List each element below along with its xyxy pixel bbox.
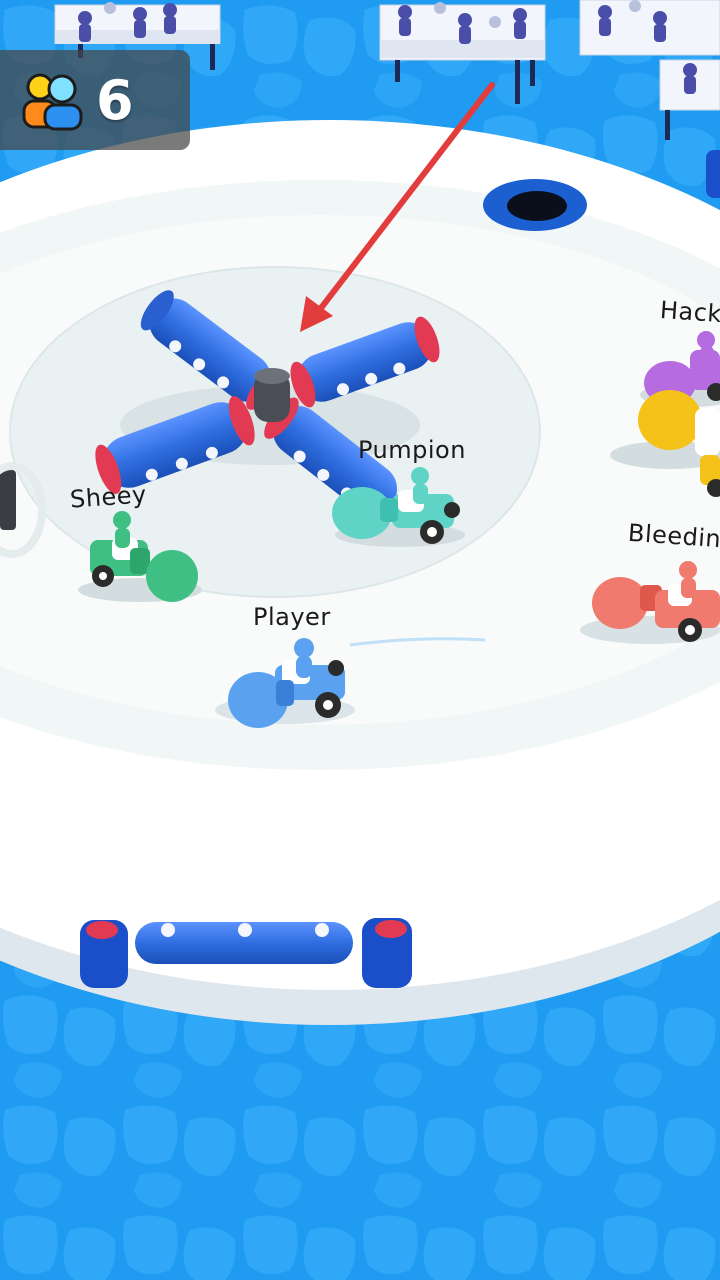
- hack-name-label: Hack: [659, 295, 720, 329]
- black-hole-hazard: [483, 179, 587, 231]
- guide-arrow: [300, 82, 495, 332]
- spectator-stands: [54, 0, 720, 140]
- people-icon: [22, 73, 83, 131]
- spinner-obstacle: [95, 290, 440, 514]
- players-remaining-count: 6: [96, 68, 135, 132]
- players-remaining-counter: 6: [0, 50, 190, 150]
- pumpion-kart: [332, 467, 465, 547]
- bleedin-kart: [580, 561, 720, 644]
- bumper-obstacle: [80, 918, 412, 988]
- pumpion-name-label: Pumpion: [358, 436, 466, 464]
- player-kart: [215, 637, 486, 728]
- player-name-label: Player: [253, 603, 331, 631]
- yellow-kart: [610, 390, 720, 497]
- sheey-name-label: Sheey: [69, 480, 148, 514]
- sheey-kart: [78, 511, 202, 602]
